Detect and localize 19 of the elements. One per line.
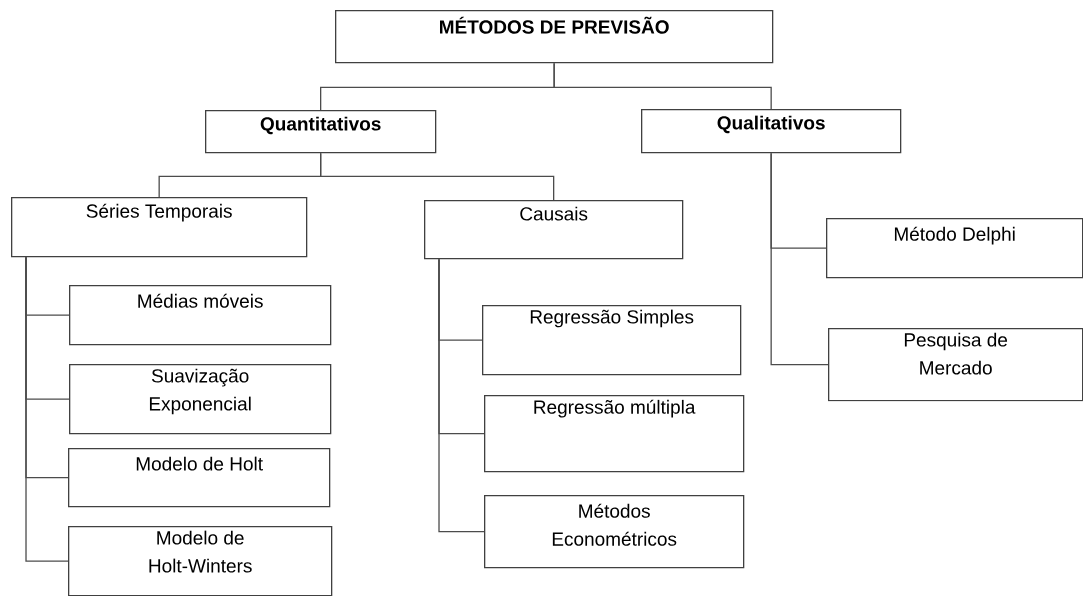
box: Qualitativos: [641, 109, 902, 154]
box: Método Delphi: [826, 218, 1083, 279]
box: Métodos Econométricos: [484, 495, 745, 569]
box: MÉTODOS DE PREVISÃO: [335, 10, 774, 64]
connector-line: [320, 152, 555, 201]
box: Causais: [424, 200, 684, 260]
connector-line: [438, 258, 485, 533]
box: Séries Temporais: [11, 197, 308, 258]
box: Modelo de Holt: [68, 448, 331, 508]
connector-line: [25, 256, 69, 562]
box: Regressão múltipla: [484, 395, 745, 473]
connector-line: [553, 62, 772, 110]
box: Médias móveis: [69, 285, 332, 346]
box: Regressão Simples: [482, 305, 742, 376]
box: Suavização Exponencial: [69, 364, 332, 435]
connector-line: [770, 152, 829, 366]
box: Quantitativos: [205, 110, 437, 154]
box: Modelo de Holt-Winters: [68, 526, 333, 596]
box: Pesquisa de Mercado: [828, 328, 1083, 402]
